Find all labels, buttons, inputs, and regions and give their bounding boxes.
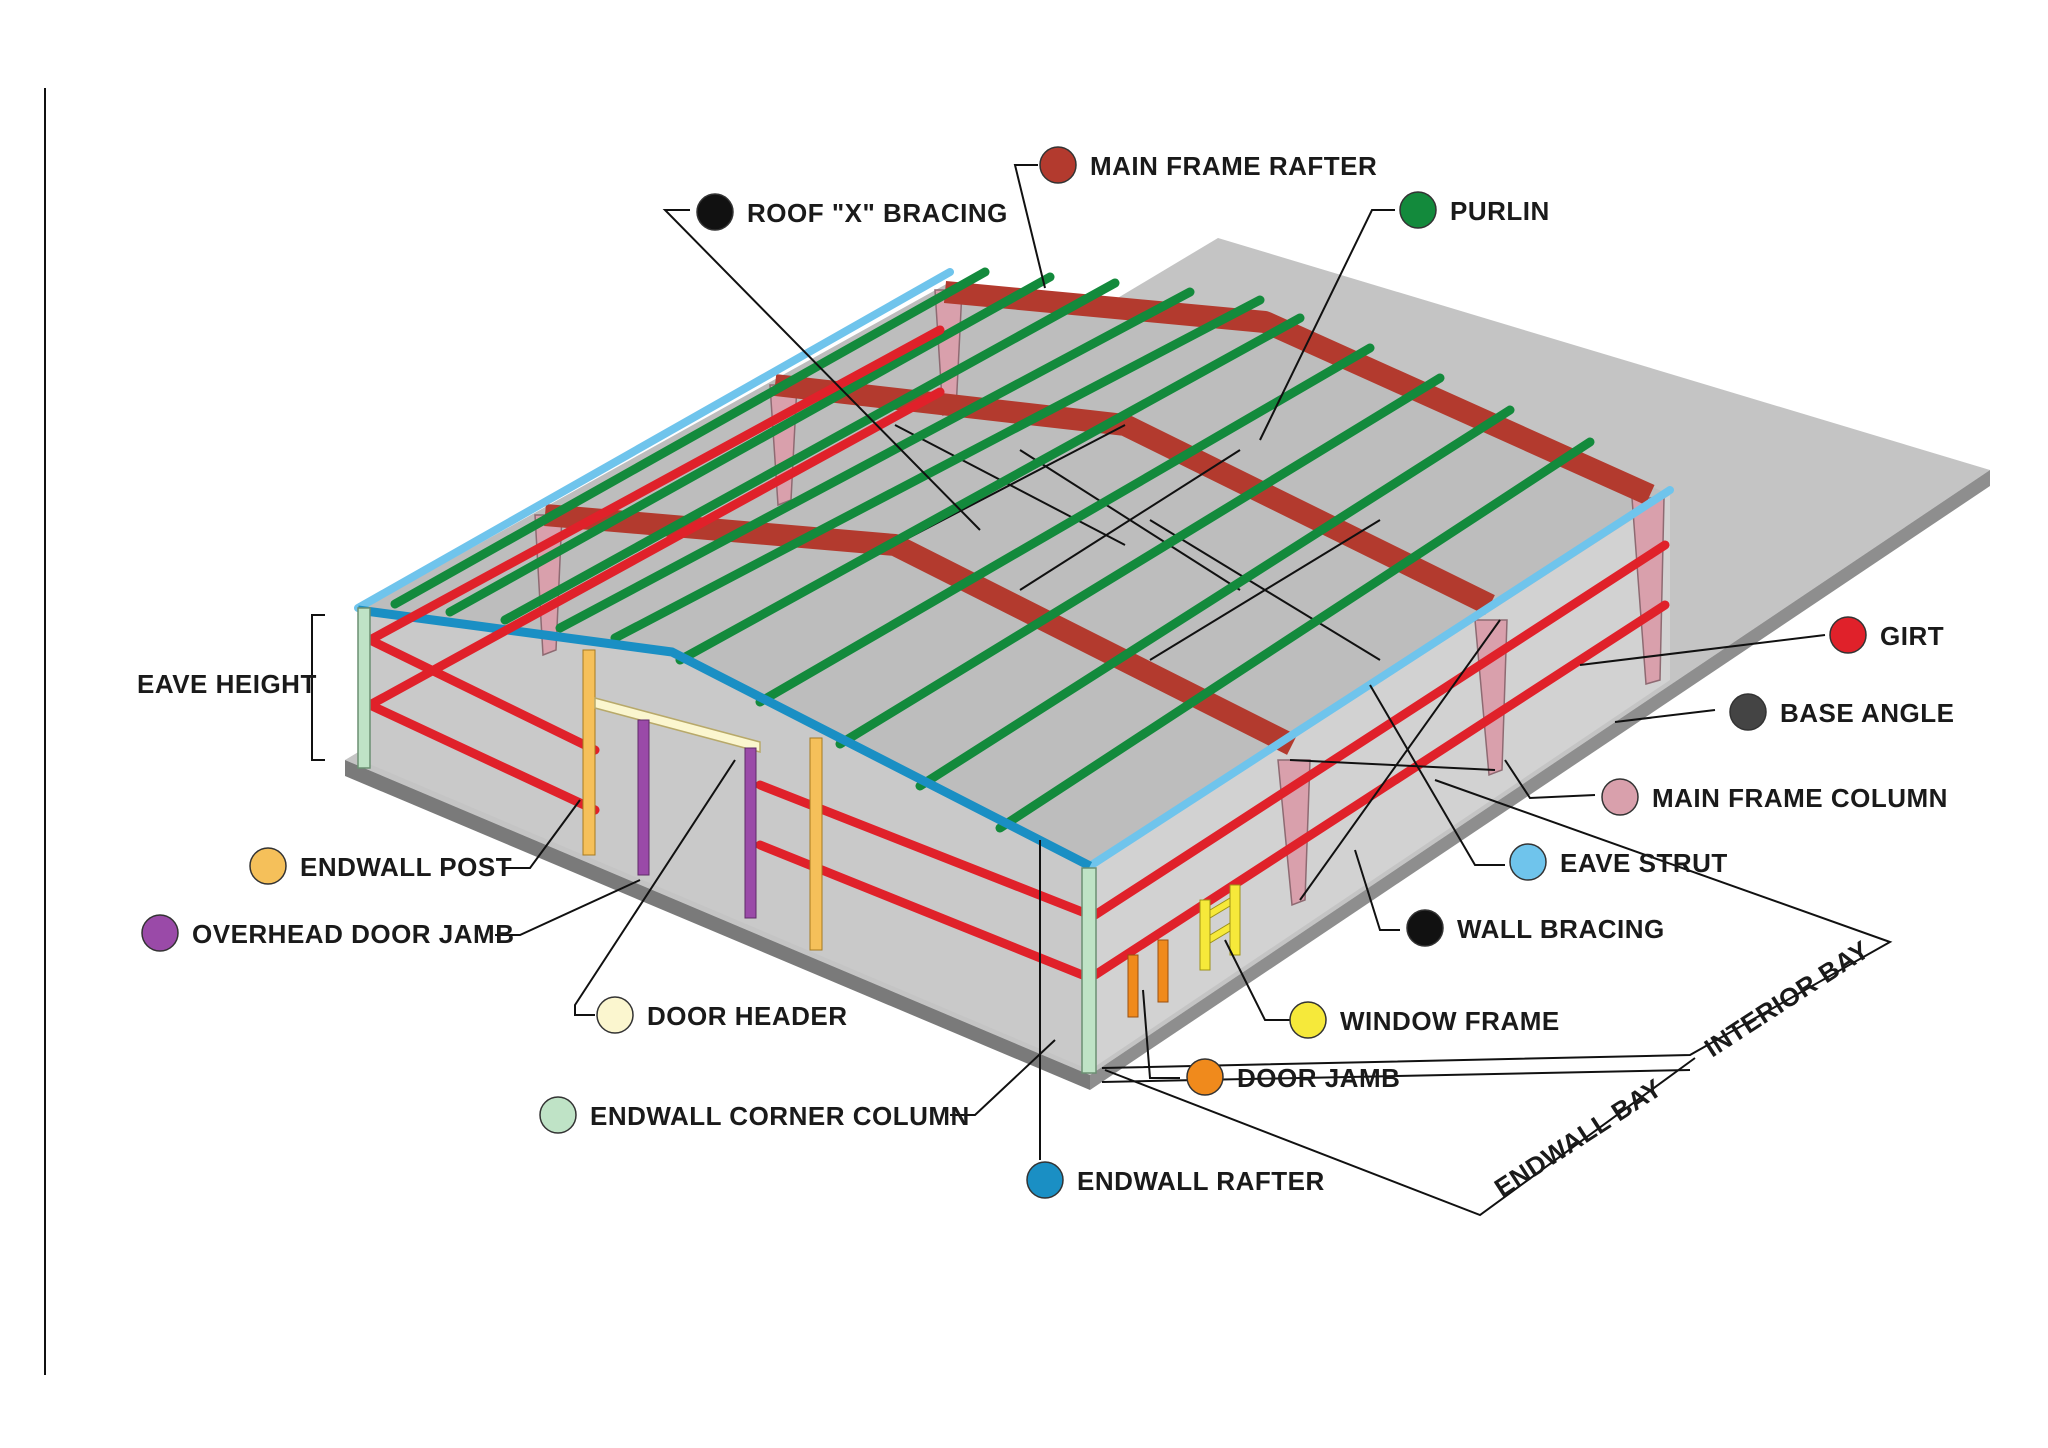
base-angle-label: BASE ANGLE	[1780, 698, 1955, 728]
slab-edge-front	[345, 760, 1090, 1090]
window-frame-swatch	[1289, 1001, 1327, 1039]
eave-strut-label: EAVE STRUT	[1560, 848, 1728, 878]
main-frame-rafter-label: MAIN FRAME RAFTER	[1090, 151, 1377, 181]
endwall-corner-columns	[357, 607, 1097, 1074]
endwall-corner-column-swatch	[539, 1096, 577, 1134]
callout-eave-strut: EAVE STRUT	[1509, 843, 1728, 881]
callout-door-jamb: DOOR JAMB	[1186, 1058, 1400, 1096]
callout-main-frame-rafter: MAIN FRAME RAFTER	[1039, 146, 1377, 184]
endwall-rafter-label: ENDWALL RAFTER	[1077, 1166, 1325, 1196]
callout-main-frame-column: MAIN FRAME COLUMN	[1601, 778, 1948, 816]
callout-roof-x-bracing: ROOF "X" BRACING	[696, 193, 1008, 231]
callout-endwall-rafter: ENDWALL RAFTER	[1026, 1161, 1325, 1199]
girts	[365, 325, 1670, 983]
roof-x-bracing-label: ROOF "X" BRACING	[747, 198, 1008, 228]
endwall-post-swatch	[249, 847, 287, 885]
wall-bracing	[1289, 619, 1501, 901]
wall-bracing-swatch	[1406, 909, 1444, 947]
girt-swatch	[1829, 616, 1867, 654]
callout-endwall-corner-column: ENDWALL CORNER COLUMN	[539, 1096, 970, 1134]
purlin-label: PURLIN	[1450, 196, 1550, 226]
roof-x-bracing	[894, 424, 1381, 661]
endwall-bay-label: ENDWALL BAY	[1489, 1073, 1667, 1203]
main-frame-rafter-swatch	[1039, 146, 1077, 184]
eave-strut-swatch	[1509, 843, 1547, 881]
window-frame	[1199, 884, 1241, 971]
endwall-post-label: ENDWALL POST	[300, 852, 512, 882]
endwall-rafter-swatch	[1026, 1161, 1064, 1199]
endwall-rafter	[357, 605, 1093, 871]
eave-height-label: EAVE HEIGHT	[137, 669, 317, 699]
door-jamb-swatch	[1186, 1058, 1224, 1096]
door-jambs	[1127, 939, 1169, 1018]
leader-lines	[495, 164, 1826, 1160]
callout-girt: GIRT	[1829, 616, 1944, 654]
purlins	[390, 267, 1595, 833]
base-angle-swatch	[1729, 693, 1767, 731]
purlin-swatch	[1399, 191, 1437, 229]
eave-struts	[354, 268, 1674, 870]
overhead-door-jambs	[637, 719, 757, 919]
callout-purlin: PURLIN	[1399, 191, 1550, 229]
roof-x-bracing-swatch	[696, 193, 734, 231]
roof-plane	[360, 282, 1670, 870]
main-frame-column-label: MAIN FRAME COLUMN	[1652, 783, 1948, 813]
callout-window-frame: WINDOW FRAME	[1289, 1001, 1560, 1039]
interior-bay-label: INTERIOR BAY	[1699, 934, 1875, 1063]
window-frame-label: WINDOW FRAME	[1340, 1006, 1560, 1036]
overhead-door-jamb-label: OVERHEAD DOOR JAMB	[192, 919, 514, 949]
door-header	[594, 697, 761, 753]
endwall-posts	[582, 649, 823, 951]
door-header-swatch	[596, 996, 634, 1034]
main-frame-column-swatch	[1601, 778, 1639, 816]
girt-label: GIRT	[1880, 621, 1944, 651]
overhead-door-jamb-swatch	[141, 914, 179, 952]
eave-height-bracket	[311, 614, 325, 761]
door-header-label: DOOR HEADER	[647, 1001, 848, 1031]
callout-door-header: DOOR HEADER	[596, 996, 848, 1034]
slab-edge-side	[1090, 470, 1990, 1090]
callout-base-angle: BASE ANGLE	[1729, 693, 1955, 731]
endwall-corner-column-label: ENDWALL CORNER COLUMN	[590, 1101, 970, 1131]
wall-bracing-label: WALL BRACING	[1457, 914, 1665, 944]
door-jamb-label: DOOR JAMB	[1237, 1063, 1400, 1093]
callout-endwall-post: ENDWALL POST	[249, 847, 512, 885]
callout-overhead-door-jamb: OVERHEAD DOOR JAMB	[141, 914, 514, 952]
callout-wall-bracing: WALL BRACING	[1406, 909, 1665, 947]
